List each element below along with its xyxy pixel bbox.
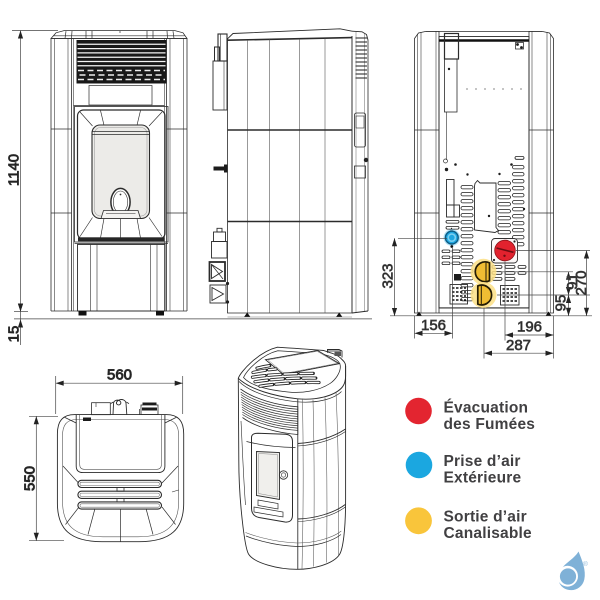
svg-text:91: 91 — [564, 273, 581, 290]
svg-text:Prise d’air: Prise d’air — [444, 453, 521, 470]
svg-text:323: 323 — [380, 263, 397, 288]
svg-text:95: 95 — [553, 295, 570, 312]
svg-text:550: 550 — [22, 466, 39, 491]
svg-text:196: 196 — [517, 319, 542, 336]
svg-text:1140: 1140 — [6, 154, 23, 186]
svg-text:Sortie d’air: Sortie d’air — [444, 509, 527, 526]
svg-text:des Fumées: des Fumées — [444, 416, 536, 433]
svg-text:287: 287 — [506, 337, 531, 354]
svg-text:270: 270 — [573, 270, 590, 295]
svg-text:Évacuation: Évacuation — [444, 400, 529, 417]
svg-text:Canalisable: Canalisable — [444, 525, 533, 542]
svg-text:560: 560 — [107, 367, 132, 384]
svg-text:Extérieure: Extérieure — [444, 470, 522, 487]
svg-text:®: ® — [583, 560, 588, 568]
svg-text:156: 156 — [421, 317, 446, 334]
svg-text:15: 15 — [6, 326, 23, 343]
